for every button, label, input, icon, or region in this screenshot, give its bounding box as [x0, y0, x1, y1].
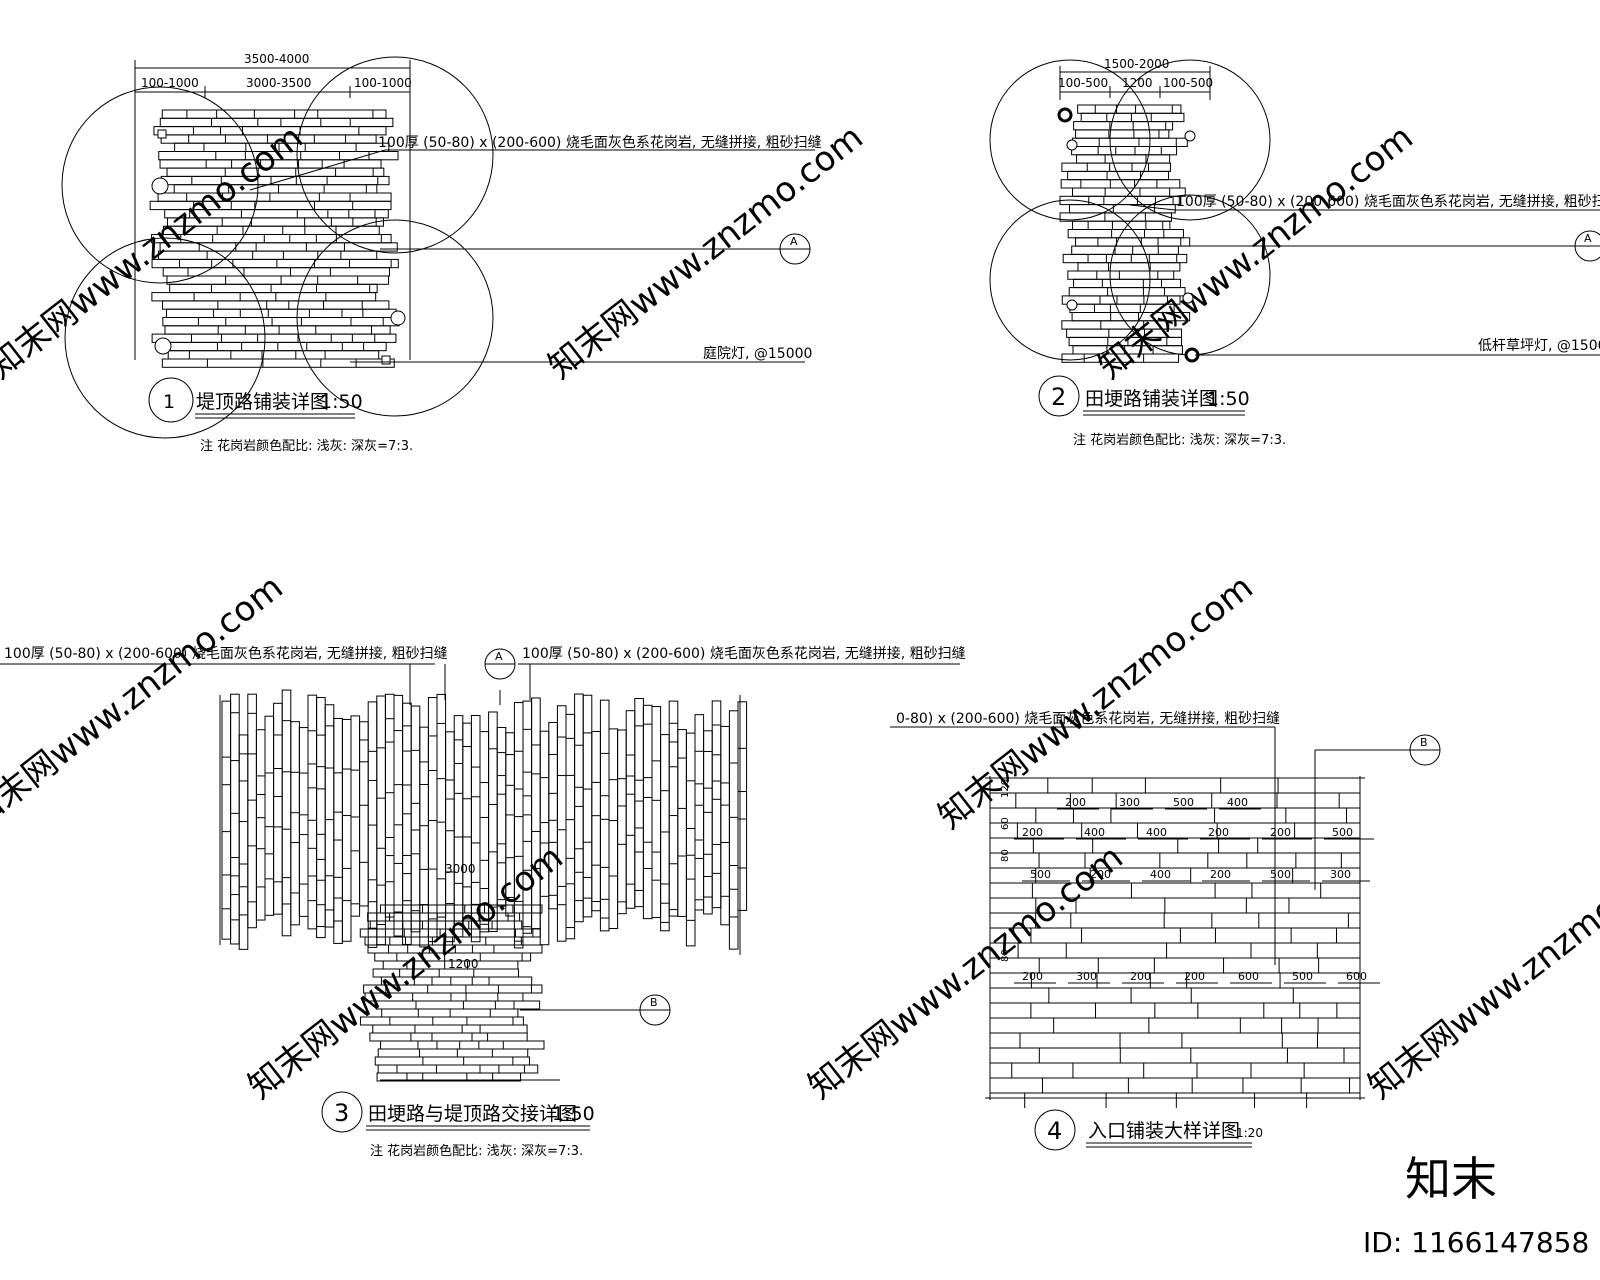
row-dimension-label: 500 [1332, 826, 1353, 839]
section-marker-b: B [639, 994, 671, 1026]
detail-note: 注 花岗岩颜色配比: 浅灰: 深灰=7:3. [1073, 432, 1286, 448]
row-dimension-label: 600 [1238, 970, 1259, 983]
side-dimension-label: 60 [1000, 817, 1011, 830]
drain-icon [381, 355, 391, 365]
drain-icon [157, 129, 167, 139]
material-callout: 0-80) x (200-600) 烧毛面灰色系花岗岩, 无缝拼接, 粗砂扫缝 [896, 710, 1280, 727]
detail-title: 田埂路铺装详图 [1085, 388, 1218, 410]
side-dimension-label: 120 [1000, 779, 1011, 798]
section-marker-b: B [1409, 734, 1441, 766]
row-dimension-label: 400 [1146, 826, 1167, 839]
row-dimension-label: 500 [1173, 796, 1194, 809]
detail-title: 田埂路与堤顶路交接详图 [368, 1103, 577, 1125]
detail-number: 1 [163, 391, 175, 413]
detail-note: 注 花岗岩颜色配比: 浅灰: 深灰=7:3. [370, 1143, 583, 1159]
material-callout: 100厚 (50-80) x (200-600) 烧毛面灰色系花岗岩, 无缝拼接… [522, 645, 966, 662]
material-callout: 100厚 (50-80) x (200-600) 烧毛面灰色系花岗岩, 无缝拼接… [1176, 193, 1600, 210]
row-dimension-label: 200 [1208, 826, 1229, 839]
detail-number: 3 [334, 1099, 349, 1127]
detail-scale: 1:20 [1236, 1126, 1263, 1140]
row-dimension-label: 500 [1292, 970, 1313, 983]
dim-left: 100-500 [1058, 76, 1108, 90]
row-dimension-label: 200 [1090, 868, 1111, 881]
paving-pattern [1059, 104, 1191, 363]
lamp-icon [1066, 139, 1078, 151]
detail-scale: 1:50 [552, 1103, 595, 1125]
svg-text:A: A [495, 650, 503, 663]
detail-scale: 1:50 [320, 391, 363, 413]
row-dimension-label: 200 [1270, 826, 1291, 839]
row-dimension-label: 300 [1119, 796, 1140, 809]
row-dimensions: 200 300 500 400 200 400 400 200 200 500 500 200 400 2… [1000, 779, 1380, 984]
detail-title: 堤顶路铺装详图 [196, 391, 329, 413]
svg-text:A: A [790, 235, 798, 248]
row-dimension-label: 500 [1030, 868, 1051, 881]
garden-lamp-icon [154, 337, 172, 355]
lamp-icon [1184, 130, 1196, 142]
row-dimension-label: 600 [1346, 970, 1367, 983]
paving-pattern [149, 109, 400, 368]
row-dimension-label: 400 [1227, 796, 1248, 809]
watermark-logo: 知末 [1405, 1152, 1497, 1206]
detail-title: 入口铺装大样详图 [1088, 1120, 1240, 1142]
dim-overall: 1500-2000 [1104, 57, 1169, 71]
paving-pattern [219, 689, 748, 1082]
detail-2: 1500-2000 100-500 1200 100-500 100厚 (50-… [989, 57, 1600, 448]
lamp-icon [1066, 299, 1078, 311]
lamp-radius-circles [61, 56, 494, 439]
detail-1: 3500-4000 100-1000 3000-3500 100-1000 10… [61, 52, 822, 454]
detail-scale: 1:50 [1207, 388, 1250, 410]
dim-right: 100-1000 [354, 76, 412, 90]
dim-right: 100-500 [1163, 76, 1213, 90]
lawn-lamp-icon [1057, 107, 1073, 123]
row-dimension-label: 500 [1270, 868, 1291, 881]
watermark-diagonal: 知末网www.znzmo.com [0, 567, 291, 837]
lamp-icon [1182, 292, 1194, 304]
row-dimension-label: 200 [1022, 826, 1043, 839]
side-dimension-label: 80 [1000, 949, 1011, 962]
row-dimension-label: 300 [1076, 970, 1097, 983]
dim-width-lower: 1200 [448, 957, 479, 971]
detail-number: 2 [1051, 383, 1066, 411]
material-callout: 100厚 (50-80) x (200-600) 烧毛面灰色系花岗岩, 无缝拼接… [4, 645, 448, 662]
watermark-diagonal: 知末网www.znzmo.com [1361, 837, 1600, 1107]
dim-middle: 3000-3500 [246, 76, 311, 90]
lamp-label: 庭院灯, @15000 [703, 345, 812, 362]
watermark-id: ID: 1166147858 [1363, 1226, 1589, 1259]
svg-text:B: B [1420, 736, 1428, 749]
row-dimension-label: 400 [1150, 868, 1171, 881]
detail-4: 0-80) x (200-600) 烧毛面灰色系花岗岩, 无缝拼接, 粗砂扫缝 … [890, 710, 1441, 1151]
detail-number-badge [1038, 375, 1080, 417]
watermark-diagonal: 知末网www.znzmo.com [1091, 117, 1421, 387]
section-marker-a: A [779, 233, 811, 265]
svg-text:A: A [1584, 232, 1592, 245]
row-dimension-label: 300 [1330, 868, 1351, 881]
detail-number-badge [1034, 1109, 1076, 1151]
row-dimension-label: 200 [1022, 970, 1043, 983]
row-dimension-label: 200 [1184, 970, 1205, 983]
garden-lamp-icon [390, 310, 406, 326]
dim-left: 100-1000 [141, 76, 199, 90]
detail-note: 注 花岗岩颜色配比: 浅灰: 深灰=7:3. [200, 438, 413, 454]
detail-number-badge [321, 1091, 363, 1133]
detail-number-badge [148, 377, 194, 423]
svg-text:B: B [650, 996, 658, 1009]
dim-width-upper: 3000 [445, 862, 476, 876]
detail-number: 4 [1047, 1117, 1062, 1145]
paving-pattern [985, 776, 1365, 1108]
row-dimension-label: 200 [1130, 970, 1151, 983]
garden-lamp-icon [151, 177, 169, 195]
watermark-diagonal: 知末网www.znzmo.com [931, 567, 1261, 837]
detail-3: 100厚 (50-80) x (200-600) 烧毛面灰色系花岗岩, 无缝拼接… [0, 645, 966, 1159]
row-dimension-label: 200 [1210, 868, 1231, 881]
section-marker-a: A [1574, 230, 1600, 262]
side-dimension-label: 80 [1000, 849, 1011, 862]
section-marker-a: A [484, 648, 516, 680]
row-dimension-label: 200 [1065, 796, 1086, 809]
dim-overall: 3500-4000 [244, 52, 309, 66]
lamp-label: 低杆草坪灯, @15000 [1478, 338, 1600, 354]
row-dimension-label: 400 [1084, 826, 1105, 839]
material-callout: 100厚 (50-80) x (200-600) 烧毛面灰色系花岗岩, 无缝拼接… [378, 134, 822, 151]
